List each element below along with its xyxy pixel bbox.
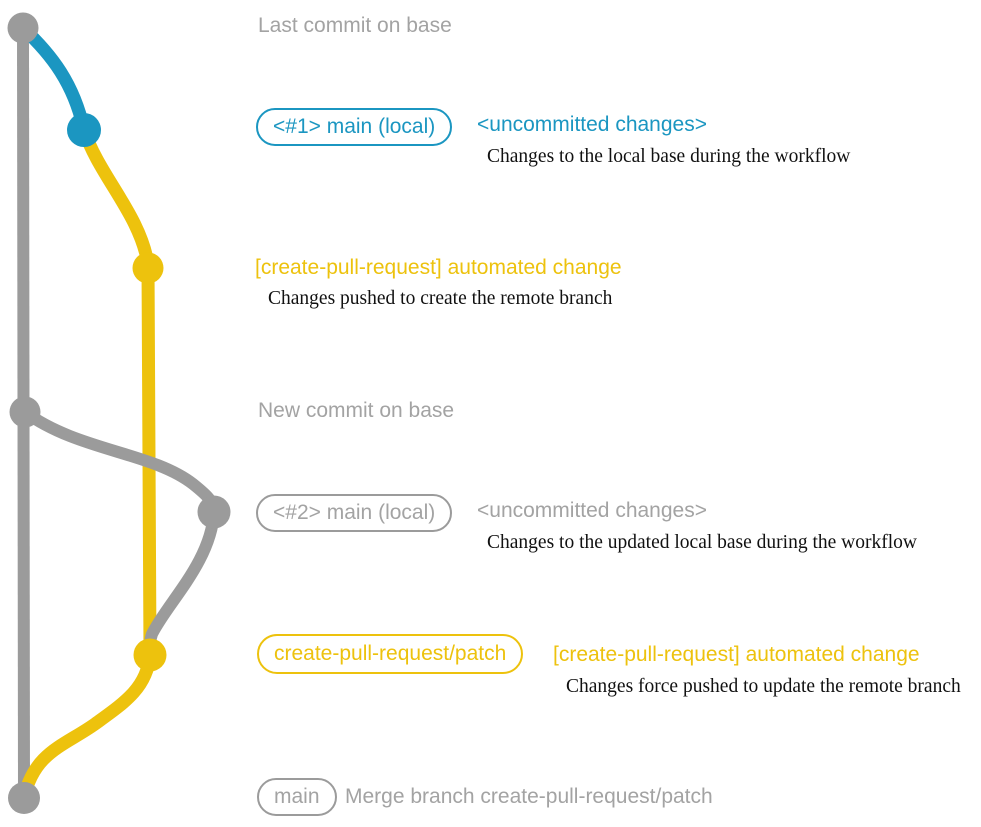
commit-dot-merge xyxy=(8,782,40,814)
branch-tag-main-local-1: <#1> main (local) xyxy=(256,108,453,146)
branch-tag-main: main xyxy=(257,778,337,816)
local-main-branch-curve xyxy=(16,21,91,137)
commit-dot-force-push xyxy=(133,638,167,672)
merge-curve xyxy=(17,648,157,805)
uncommitted-changes-status-2: <uncommitted changes> xyxy=(477,499,707,522)
commit-dot-local-main-2 xyxy=(197,495,231,529)
commit-dot-last-base xyxy=(7,12,39,44)
note-local-base-changes: Changes to the local base during the wor… xyxy=(487,146,851,167)
commit-message-automated-change-2: [create-pull-request] automated change xyxy=(553,643,920,666)
updated-base-to-local-main-curve xyxy=(19,406,220,518)
note-pushed-create-remote: Changes pushed to create the remote bran… xyxy=(268,288,613,309)
note-updated-local-base-changes: Changes to the updated local base during… xyxy=(487,532,917,553)
commit-message-automated-change-1: [create-pull-request] automated change xyxy=(255,256,622,279)
branch-tag-patch: create-pull-request/patch xyxy=(257,634,524,674)
commit-dot-remote-push xyxy=(132,252,164,284)
last-commit-label: Last commit on base xyxy=(258,14,452,37)
commit-dot-new-base xyxy=(9,396,41,428)
new-commit-label: New commit on base xyxy=(258,399,455,422)
force-push-curve xyxy=(144,506,220,658)
uncommitted-changes-status-1: <uncommitted changes> xyxy=(477,113,707,136)
merge-commit-message: Merge branch create-pull-request/patch xyxy=(345,785,713,808)
branch-tag-main-local-2: <#2> main (local) xyxy=(256,494,453,532)
note-force-pushed-update-remote: Changes force pushed to update the remot… xyxy=(566,676,961,697)
commit-dot-local-main-1 xyxy=(67,113,101,147)
push-to-remote-curve xyxy=(77,123,155,271)
